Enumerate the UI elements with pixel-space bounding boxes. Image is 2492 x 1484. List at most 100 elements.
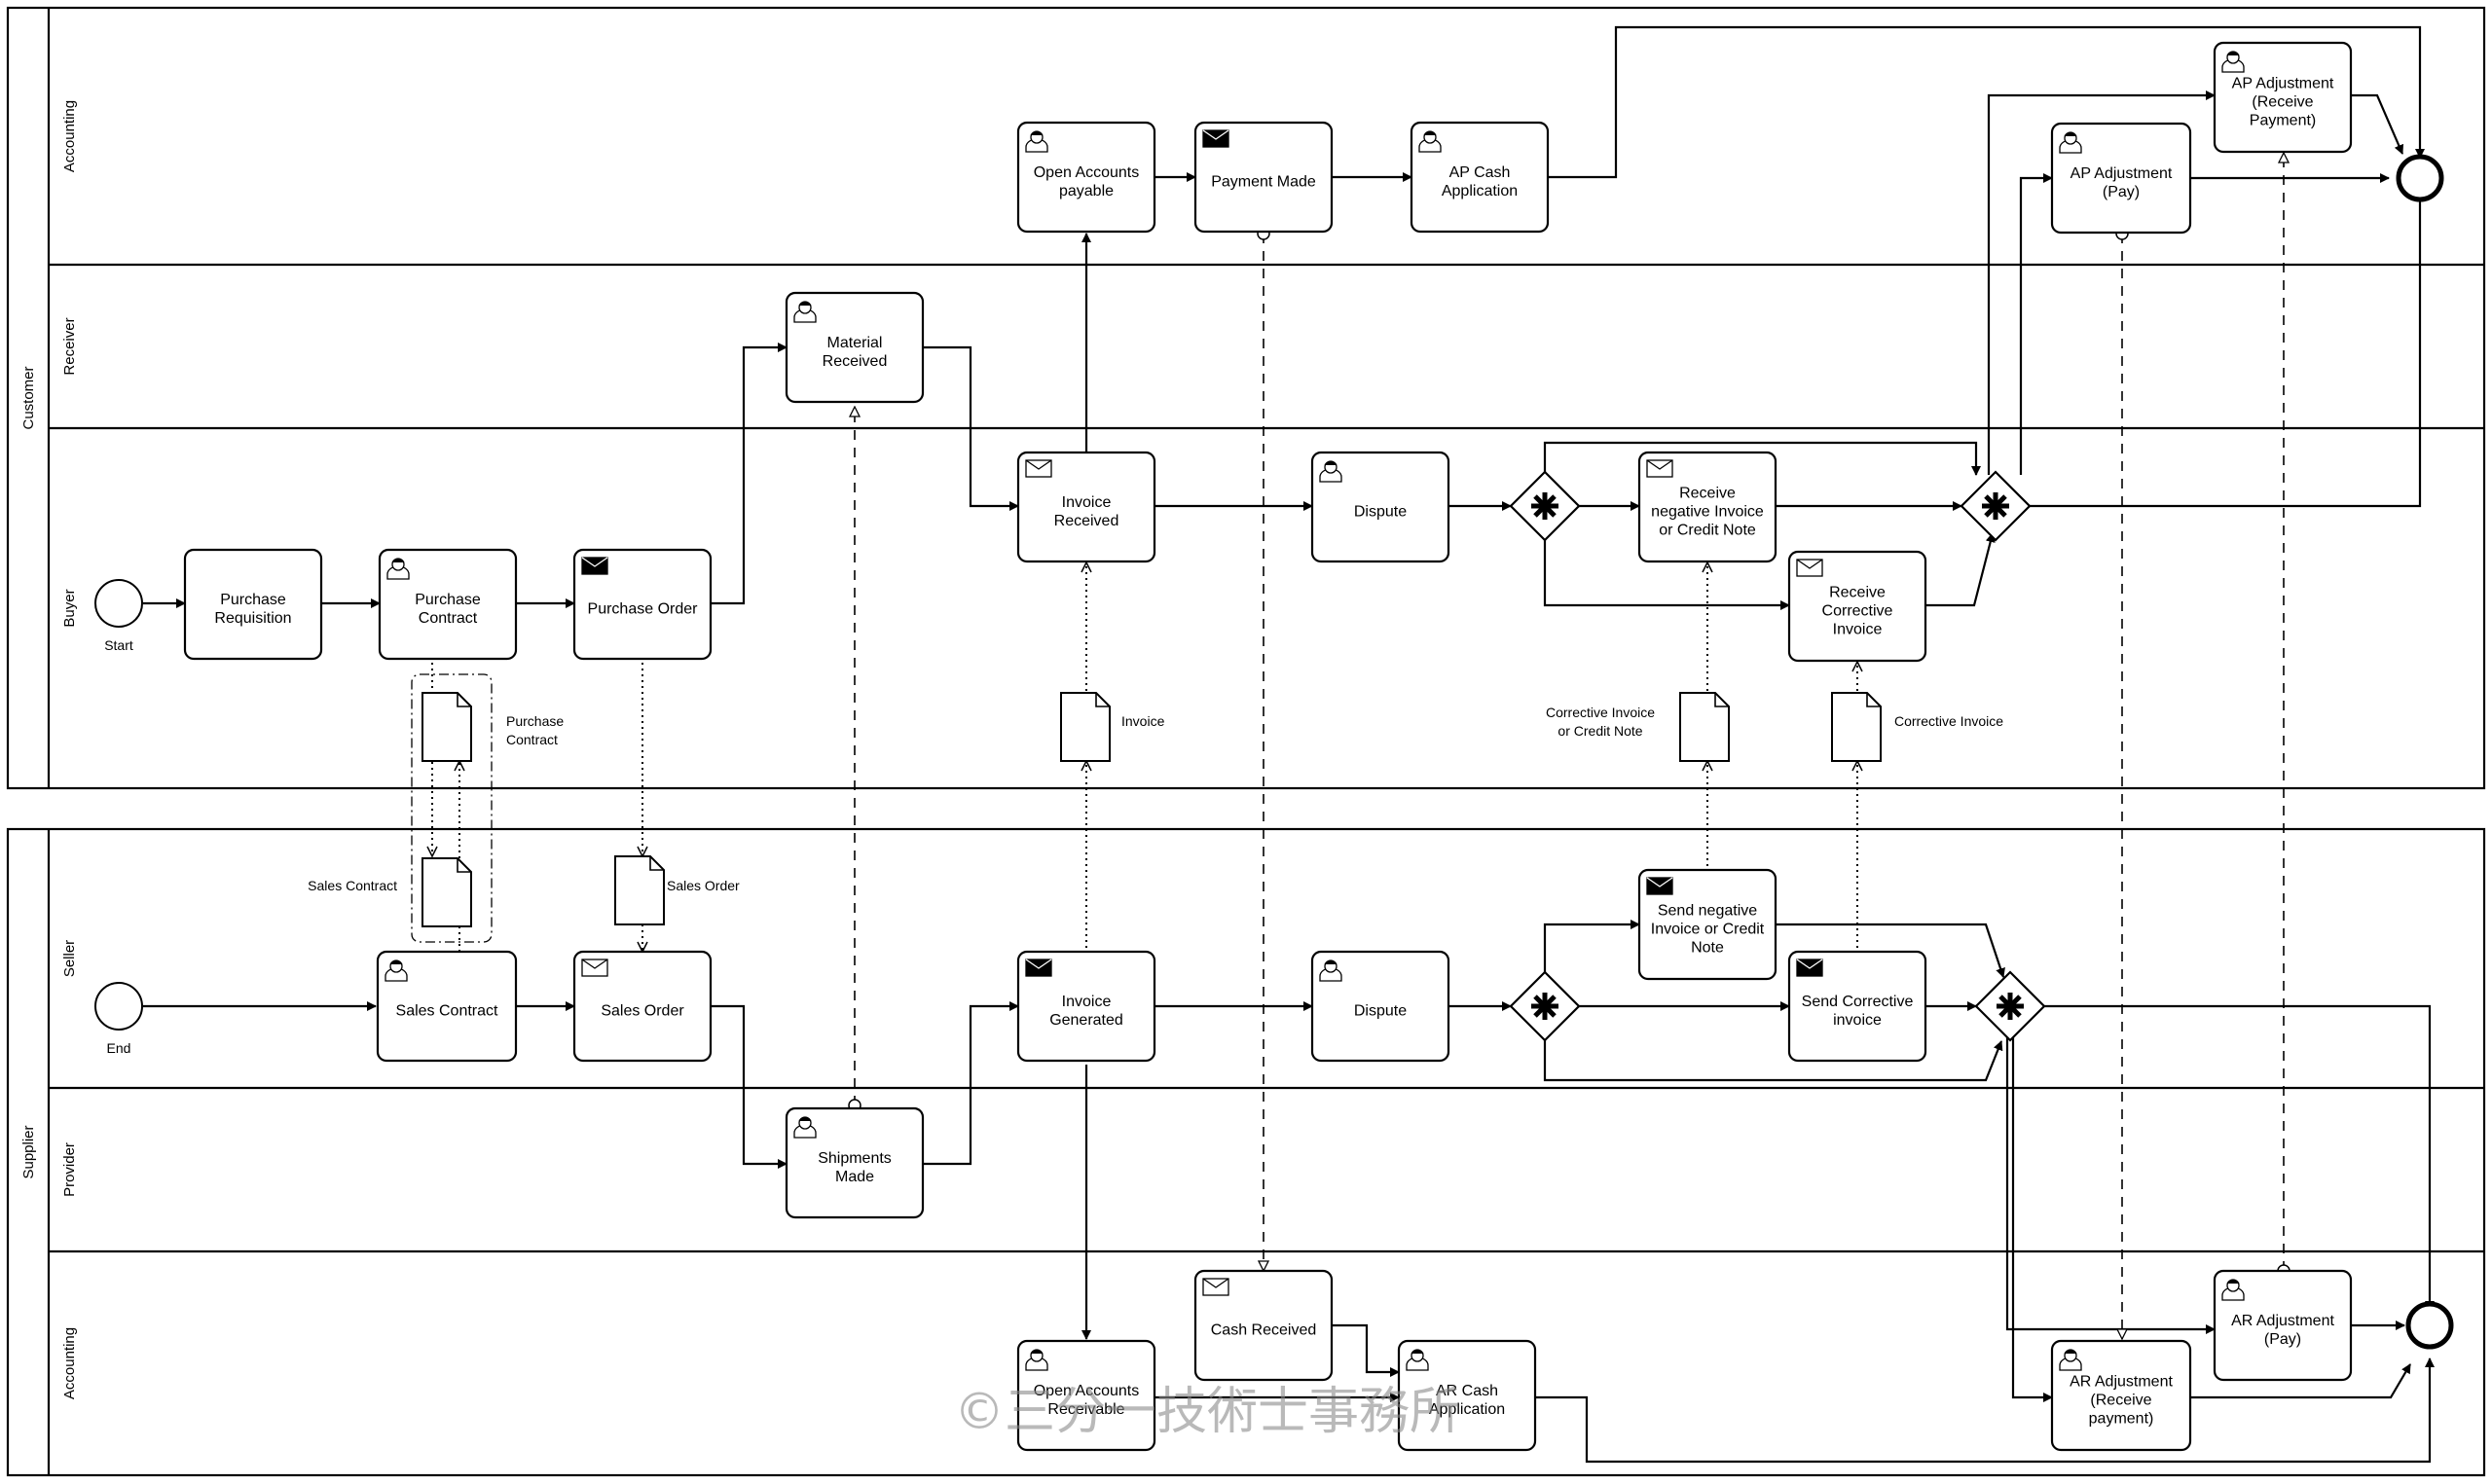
- flow-join-to-ap-adjust-receive: [1987, 90, 2216, 475]
- gateway-buyer-join[interactable]: [1960, 470, 2032, 542]
- data-object-invoice[interactable]: Invoice: [1060, 692, 1165, 762]
- data-object-label: Corrective Invoice: [1894, 713, 2003, 729]
- task-dispute-buyer[interactable]: Dispute: [1310, 451, 1450, 563]
- task-label-line: (Receive: [2090, 1393, 2151, 1409]
- task-label-line: payable: [1059, 183, 1114, 199]
- end-event-seller-label: End: [107, 1040, 131, 1056]
- lane-provider-label: Provider: [61, 1142, 78, 1197]
- user-task-icon: [793, 1116, 817, 1139]
- flow-ar-adjust-receive-to-end: [2190, 1363, 2411, 1399]
- lane-customer-accounting-label: Accounting: [61, 100, 78, 172]
- sequence-flows: [143, 25, 2435, 1464]
- flow-material-to-invoice-received: [923, 345, 1019, 511]
- task-sales-contract[interactable]: Sales Contract: [376, 950, 518, 1063]
- flow-join-to-ar-adjust-receive: [2011, 1037, 2053, 1402]
- send-message-icon: [1025, 959, 1052, 977]
- task-sales-order[interactable]: Sales Order: [572, 950, 713, 1063]
- task-label-line: Made: [835, 1169, 874, 1185]
- task-label-line: Purchase Order: [588, 601, 699, 618]
- send-message-icon: [1202, 129, 1229, 148]
- user-task-icon: [793, 301, 817, 323]
- end-event-customer[interactable]: [2396, 154, 2444, 202]
- task-label-line: Sales Order: [601, 1003, 684, 1020]
- gateway-seller-split[interactable]: [1509, 970, 1581, 1042]
- flow-ar-cash-to-end: [1535, 1357, 2435, 1464]
- task-label-line: Material: [827, 335, 883, 351]
- user-task-icon: [385, 959, 408, 982]
- task-label-line: AP Adjustment: [2071, 165, 2173, 182]
- task-cash-received[interactable]: Cash Received: [1193, 1269, 1334, 1382]
- task-ar-adjustment-pay[interactable]: AR Adjustment (Pay): [2213, 1269, 2353, 1382]
- data-object-sales-order[interactable]: Sales Order: [614, 855, 740, 925]
- task-open-accounts-payable[interactable]: Open Accounts payable: [1016, 121, 1156, 234]
- task-payment-made[interactable]: Payment Made: [1193, 121, 1334, 234]
- task-ap-adjustment-pay[interactable]: AP Adjustment(Pay): [2050, 122, 2192, 235]
- gateway-seller-join[interactable]: [1974, 970, 2046, 1042]
- user-task-icon: [1418, 130, 1442, 153]
- task-label-line: Open Accounts: [1034, 1383, 1140, 1399]
- task-dispute-seller[interactable]: Dispute: [1310, 950, 1450, 1063]
- message-flows: [855, 153, 2284, 1339]
- user-task-icon: [1025, 130, 1048, 153]
- task-label-line: Corrective: [1822, 603, 1893, 620]
- flow-corrective-to-join: [1925, 532, 1996, 607]
- data-object-sales-contract[interactable]: Sales Contract: [308, 857, 472, 927]
- task-label-line: Send Corrective: [1802, 994, 1914, 1010]
- lane-receiver-label: Receiver: [61, 317, 78, 375]
- data-object-label: Invoice: [1121, 713, 1165, 729]
- receive-message-icon: [1646, 459, 1673, 478]
- flow-gateway-to-join-seller: [1543, 1037, 2003, 1082]
- task-label-line: Cash Received: [1211, 1322, 1317, 1339]
- task-label-line: Shipments: [818, 1150, 892, 1167]
- complex-gateway-icon: [1982, 492, 2009, 520]
- flow-shipments-to-invoice-generated: [923, 1001, 1019, 1166]
- task-label-line: Dispute: [1354, 1003, 1407, 1020]
- data-associations: [432, 562, 1857, 952]
- task-label-line: (Pay): [2264, 1331, 2301, 1348]
- flow-join-to-ar-adjust-pay: [2005, 1037, 2216, 1334]
- task-label-line: Contract: [419, 610, 478, 627]
- task-label-line: Open Accounts: [1034, 164, 1140, 181]
- task-label-line: Send negative: [1658, 903, 1757, 920]
- end-event-seller[interactable]: [94, 982, 143, 1031]
- task-label-line: AR Adjustment: [2231, 1313, 2334, 1329]
- user-task-icon: [2221, 51, 2245, 73]
- flow-ap-adjust-receive-to-end: [2351, 93, 2404, 155]
- data-object-corrective-invoice[interactable]: Corrective Invoice: [1831, 692, 2003, 762]
- receive-message-icon: [581, 959, 608, 977]
- task-label-line: Payment Made: [1211, 174, 1316, 191]
- user-task-icon: [1025, 1349, 1048, 1371]
- task-label-line: payment): [2089, 1411, 2154, 1428]
- task-label-line: (Receive: [2252, 94, 2313, 111]
- task-purchase-order[interactable]: Purchase Order: [572, 548, 713, 661]
- user-task-icon: [1319, 460, 1342, 483]
- end-event-supplier[interactable]: [2405, 1301, 2454, 1350]
- flow-join-to-end-seller: [2044, 1004, 2435, 1311]
- flow-ap-cash-to-end: [1548, 25, 2425, 179]
- gateway-buyer-split[interactable]: [1509, 470, 1581, 542]
- task-label-line: Received: [823, 353, 888, 370]
- receive-message-icon: [1796, 559, 1823, 577]
- task-label-line: AP Cash: [1449, 164, 1511, 181]
- start-event[interactable]: [94, 579, 143, 628]
- data-object-label: Sales Contract: [308, 878, 397, 893]
